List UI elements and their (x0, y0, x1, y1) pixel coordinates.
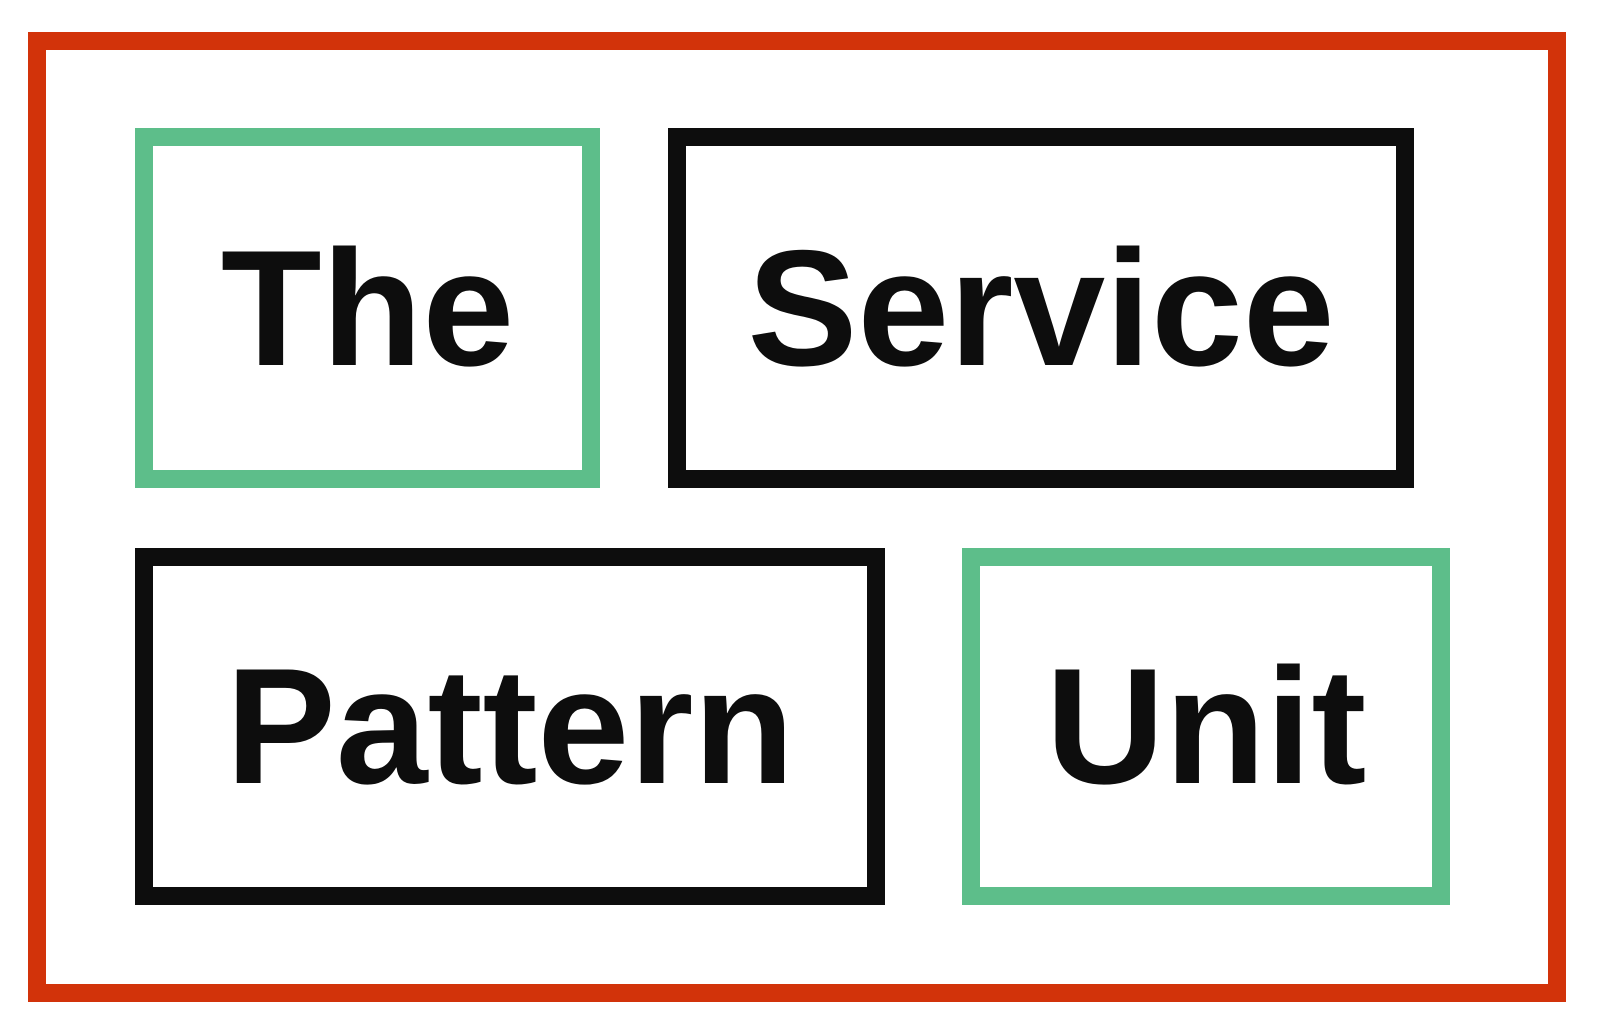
word-label-pattern: Pattern (225, 634, 795, 818)
word-label-service: Service (747, 215, 1335, 400)
word-label-unit: Unit (1045, 634, 1367, 818)
word-box-unit: Unit (962, 548, 1450, 905)
word-box-the: The (135, 128, 600, 488)
outer-frame (28, 32, 1566, 1002)
word-label-the: The (220, 215, 515, 400)
word-box-service: Service (668, 128, 1414, 488)
word-box-pattern: Pattern (135, 548, 885, 905)
